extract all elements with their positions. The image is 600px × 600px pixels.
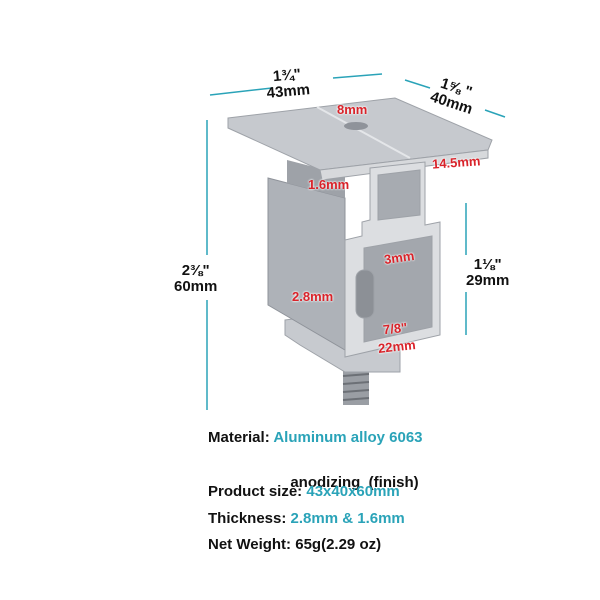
spec-weight: Net Weight: 65g(2.29 oz)	[208, 536, 381, 553]
body-side	[267, 177, 346, 351]
spec-value: 2.8mm & 1.6mm	[290, 510, 405, 527]
height-inches: 2⅜"	[181, 262, 210, 279]
wall-top-callout: 1.6mm	[308, 177, 350, 192]
height-mm: 60mm	[174, 278, 218, 295]
spec-material: Material: Aluminum alloy 6063	[208, 429, 423, 446]
profile-front	[344, 161, 441, 358]
profile-height-label: 1⅛" 29mm	[466, 257, 509, 289]
spec-label: Net Weight:	[208, 536, 292, 553]
wall-bottom-callout: 2.8mm	[292, 289, 334, 304]
spec-value: 65g(2.29 oz)	[295, 536, 382, 553]
spec-label: Material:	[208, 429, 270, 446]
width-label: 1¾" 43mm	[265, 66, 311, 102]
spec-value: Aluminum alloy 6063	[273, 429, 423, 446]
dimension-lines	[206, 73, 506, 410]
spec-label: Product size:	[208, 483, 303, 500]
spec-size: Product size: 43x40x60mm	[208, 483, 400, 500]
spec-value: anodizing (finish)	[290, 474, 419, 491]
base-inches-callout: 7/8"	[382, 319, 408, 338]
spec-finish: anodizing (finish)	[282, 457, 419, 491]
profile-height-mm: 29mm	[466, 272, 510, 289]
profile-height-inches: 1⅛"	[473, 256, 502, 273]
spec-label: Thickness:	[208, 510, 287, 527]
slot-callout: 8mm	[337, 102, 368, 117]
spec-value: 43x40x60mm	[306, 483, 400, 500]
spec-thickness: Thickness: 2.8mm & 1.6mm	[208, 510, 405, 527]
height-label: 2⅜" 60mm	[174, 263, 217, 295]
